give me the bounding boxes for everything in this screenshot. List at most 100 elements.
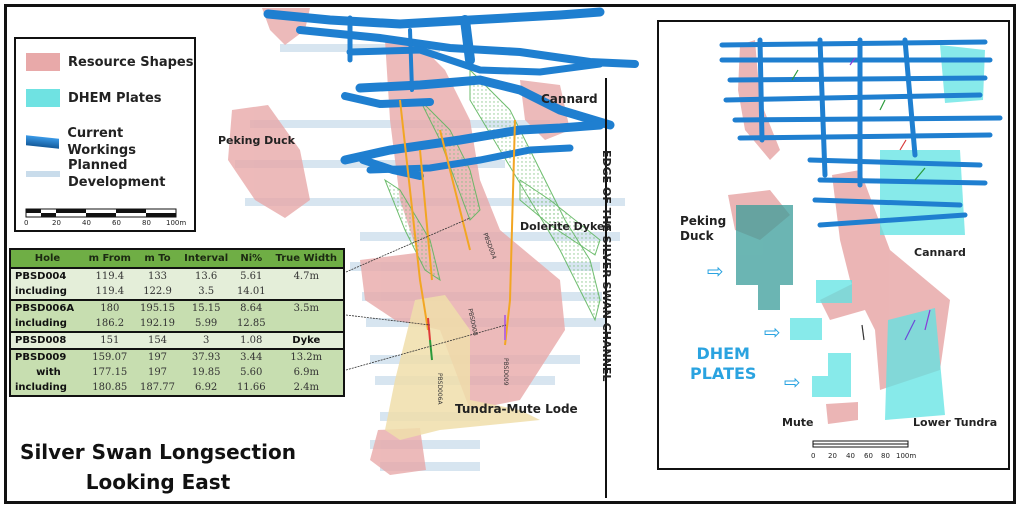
col-m-from: m From [83,249,136,269]
cell: with [10,365,84,380]
cell: 119.4 [83,268,136,284]
legend-label: Current Workings [67,126,136,158]
dhem-title-line-1: DHEM [696,344,750,363]
cell: 2.4m [269,380,344,396]
dhem-plates-swatch [26,89,60,107]
cell: 197 [135,365,180,380]
cell: 4.7m [269,268,344,284]
label-dolerite-dykes: Dolerite Dykes [520,220,611,233]
cell: 187.77 [135,380,180,396]
cell: PBSD004 [10,268,84,284]
planned-development-swatch [26,171,60,177]
inset-plan-panel [657,20,1010,470]
cell: 13.6 [179,268,234,284]
cell: 6.9m [269,365,344,380]
legend-label: Planned Development [68,158,166,190]
col-interval: Interval [179,249,234,269]
cell: 14.01 [233,284,270,300]
scale-tick: 20 [52,219,61,227]
arrow-right-icon: ⇨ [707,259,724,283]
legend-item-resource-shapes: Resource Shapes [26,53,193,71]
cell: 186.2 [83,316,136,332]
cell: PBSD009 [10,348,84,365]
inset-workings [719,37,1003,228]
cell: 3.5m [269,299,344,316]
legend-label: Resource Shapes [68,54,194,70]
legend: Resource Shapes DHEM Plates Current Work… [14,37,196,232]
cell: 12.85 [233,316,270,332]
scale-tick: 40 [82,219,91,227]
cell: 19.85 [179,365,234,380]
label-cannard: Cannard [541,92,598,106]
inset-scale-tick: 60 [864,452,873,460]
cell: 1.08 [233,331,270,349]
current-workings [263,7,639,180]
arrow-right-icon: ⇨ [764,320,781,344]
cell: 119.4 [83,284,136,300]
cell: 8.64 [233,299,270,316]
legend-scalebar [25,208,177,218]
cell: 159.07 [83,348,136,365]
table-header-row: Hole m From m To Interval Ni% True Width [10,249,344,269]
cell: 37.93 [179,348,234,365]
cell: 154 [135,331,180,349]
cell: 151 [83,331,136,349]
cell: 195.15 [135,299,180,316]
drill-traces [399,99,516,361]
table-row: PBSD009 159.07 197 37.93 3.44 13.2m [10,348,344,365]
inset-label-cannard: Cannard [914,246,966,259]
cell: PBSD006A [10,299,84,316]
cell: 6.92 [179,380,234,396]
col-true-width: True Width [269,249,344,269]
table-row: including 180.85 187.77 6.92 11.66 2.4m [10,380,344,396]
cell: 197 [135,348,180,365]
legend-label: DHEM Plates [68,90,162,106]
inset-scale-tick: 0 [811,452,816,460]
inset-drillholes [791,57,931,341]
scale-tick: 60 [112,219,121,227]
cell [269,316,344,332]
col-hole: Hole [10,249,84,269]
table-row: including 119.4 122.9 3.5 14.01 [10,284,344,300]
scale-tick: 0 [24,219,29,227]
drill-results-table: Hole m From m To Interval Ni% True Width… [9,248,345,397]
cell: 192.19 [135,316,180,332]
table-row: PBSD008 151 154 3 1.08 Dyke [10,331,344,349]
cell: including [10,284,84,300]
table-row: with 177.15 197 19.85 5.60 6.9m [10,365,344,380]
cell: 3.5 [179,284,234,300]
cell: Dyke [269,331,344,349]
inset-scale-tick: 100m [896,452,917,460]
inset-scale-tick: 80 [881,452,890,460]
cell: 15.15 [179,299,234,316]
cell: 3.44 [233,348,270,365]
table-row: PBSD006A 180 195.15 15.15 8.64 3.5m [10,299,344,316]
cell: 133 [135,268,180,284]
inset-scale-tick: 40 [846,452,855,460]
legend-item-planned-development: Planned Development [26,157,168,191]
legend-item-dhem-plates: DHEM Plates [26,89,162,107]
table-row: PBSD004 119.4 133 13.6 5.61 4.7m [10,268,344,284]
scale-tick: 100m [166,219,187,227]
cell: 180.85 [83,380,136,396]
label-channel-edge: EDGE OF THE SILVER SWAN CHANNEL [600,150,613,382]
table-row: including 186.2 192.19 5.99 12.85 [10,316,344,332]
title-line-2: Looking East [85,470,231,494]
inset-label-lower-tundra: Lower Tundra [913,416,998,429]
label-peking-duck: Peking Duck [218,134,295,147]
cell [269,284,344,300]
cell: 5.61 [233,268,270,284]
tundra-mute-lode-shape [385,295,540,440]
inset-scalebar [812,440,909,448]
inset-dhem-plates-title: DHEM PLATES [690,344,756,384]
cell: 177.15 [83,365,136,380]
label-tundra-mute-lode: Tundra-Mute Lode [455,402,578,416]
figure-title: Silver Swan Longsection Looking East [18,437,298,497]
cell: 11.66 [233,380,270,396]
scale-tick: 80 [142,219,151,227]
cell: 13.2m [269,348,344,365]
cell: 5.60 [233,365,270,380]
cell: PBSD008 [10,331,84,349]
inset-label-mute: Mute [782,416,814,429]
